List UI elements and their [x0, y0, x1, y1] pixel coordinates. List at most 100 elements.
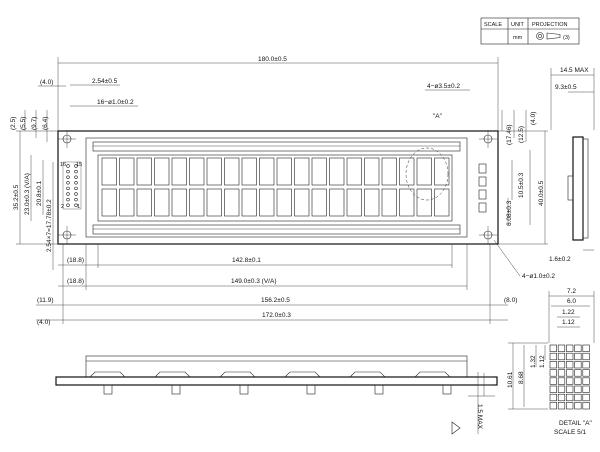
- pin-hole: [74, 186, 78, 191]
- detail-h-char-text: 10.61: [507, 371, 514, 388]
- detail-dot: [566, 344, 574, 352]
- character-cell: [381, 188, 397, 217]
- side-depth-text: 9.3±0.5: [555, 84, 577, 91]
- detail-dot: [566, 393, 574, 402]
- pin-hole: [66, 192, 70, 196]
- pin-hole: [66, 197, 70, 202]
- detail-a-marker: [405, 147, 449, 201]
- character-cell: [311, 157, 327, 186]
- right-dims: [498, 110, 548, 245]
- character-cell: [154, 188, 170, 217]
- detail-dot: [582, 344, 590, 352]
- character-cells: [101, 157, 450, 217]
- right-d1-text: (17.46): [506, 124, 513, 145]
- side-pcb-text: 1.6±0.2: [549, 256, 571, 263]
- pin-pitch-text: 2.54±0.5: [92, 78, 118, 85]
- front-view: [55, 355, 498, 434]
- character-cell: [136, 157, 152, 186]
- character-cell: [154, 157, 170, 186]
- character-cell: [259, 188, 275, 217]
- detail-h-dot-text: 1.12: [539, 355, 546, 368]
- pin-hole: [66, 203, 70, 207]
- detail-dot: [549, 344, 557, 352]
- detail-dot: [574, 377, 582, 385]
- character-cell: [224, 157, 240, 186]
- detail-w-a-text: 6.0: [567, 298, 576, 305]
- detail-scale-text: SCALE 5/1: [554, 429, 587, 436]
- bottom-d3-right-text: (8.0): [504, 297, 517, 304]
- pin-hole: [74, 197, 78, 202]
- pin-header: [62, 161, 82, 210]
- detail-dot: [574, 385, 582, 393]
- title-block: SCALE UNIT PROJECTION mm (3): [480, 17, 580, 45]
- character-cell: [189, 157, 205, 186]
- detail-a: [508, 291, 595, 410]
- height-max-text: 1.5 MAX: [476, 404, 483, 430]
- pin-hole: [66, 164, 70, 168]
- pin-hole: [66, 169, 70, 174]
- character-cell: [276, 188, 292, 217]
- module-outline: [57, 130, 499, 245]
- unit-label: UNIT: [511, 22, 524, 28]
- character-cell: [206, 188, 222, 217]
- unit-value: mm: [513, 35, 523, 41]
- pin-label-15: 15: [76, 162, 82, 168]
- bottom-d3-text: 156.2±0.5: [261, 297, 290, 304]
- detail-dot: [566, 361, 574, 369]
- detail-dot: [574, 369, 582, 377]
- pin-hole: [74, 164, 78, 168]
- right-inner-a-text: 10.5±0.3: [518, 172, 525, 198]
- character-cell: [329, 188, 345, 217]
- character-cell: [224, 188, 240, 217]
- character-cell: [434, 188, 450, 217]
- detail-dot: [557, 402, 566, 410]
- detail-dot: [574, 344, 582, 352]
- pin-hole: [66, 186, 70, 191]
- character-cell: [241, 188, 257, 217]
- character-cell: [399, 157, 415, 186]
- side-view: [550, 68, 595, 251]
- mounting-holes: [58, 130, 497, 244]
- pin-label-1: 1: [77, 204, 80, 210]
- bottom-d3-left-text: (11.9): [37, 297, 54, 304]
- pin-label-16: 16: [60, 162, 66, 168]
- detail-dot: [566, 369, 574, 377]
- detail-dot: [557, 369, 566, 377]
- left-dims: [16, 110, 58, 270]
- character-cell: [346, 188, 362, 217]
- detail-dot: [574, 393, 582, 402]
- projection-label: PROJECTION: [532, 22, 567, 28]
- bottom-dims: [36, 244, 508, 324]
- left-d1-text: (2.5): [10, 117, 17, 130]
- detail-dot: [574, 402, 582, 410]
- detail-dot: [557, 377, 566, 385]
- character-cell: [364, 157, 380, 186]
- character-cell: [416, 188, 432, 217]
- character-cell: [171, 157, 187, 186]
- detail-dot: [557, 393, 566, 402]
- bottom-d1-left-text: (18.8): [67, 257, 84, 264]
- side-max-text: 14.5 MAX: [560, 67, 589, 74]
- detail-dot: [549, 352, 557, 361]
- detail-dot: [557, 385, 566, 393]
- detail-dot: [549, 393, 557, 402]
- hole-spacing-text: 2.54×7=17.78±0.2: [46, 199, 53, 252]
- pin-hole: [74, 169, 78, 174]
- detail-dot: [566, 377, 574, 385]
- pin-holes-text: 16−ø1.0±0.2: [97, 99, 134, 106]
- mount-holes-text: 4−ø3.5±0.2: [427, 83, 460, 90]
- pin-hole: [74, 203, 78, 207]
- character-cell: [259, 157, 275, 186]
- detail-dot-matrix: [549, 344, 590, 410]
- detail-dot: [582, 377, 590, 385]
- detail-dot: [582, 393, 590, 402]
- pin-hole: [66, 181, 70, 185]
- projection-icon: [536, 32, 561, 40]
- character-cell: [381, 157, 397, 186]
- detail-w-pitch-text: 1.22: [562, 309, 575, 316]
- pin-hole: [66, 175, 70, 179]
- bottom-hole-text: 4−ø1.0±0.2: [522, 273, 555, 280]
- detail-dot: [566, 402, 574, 410]
- right-inner-b-text: 40.0±0.5: [538, 180, 545, 206]
- detail-dot: [549, 377, 557, 385]
